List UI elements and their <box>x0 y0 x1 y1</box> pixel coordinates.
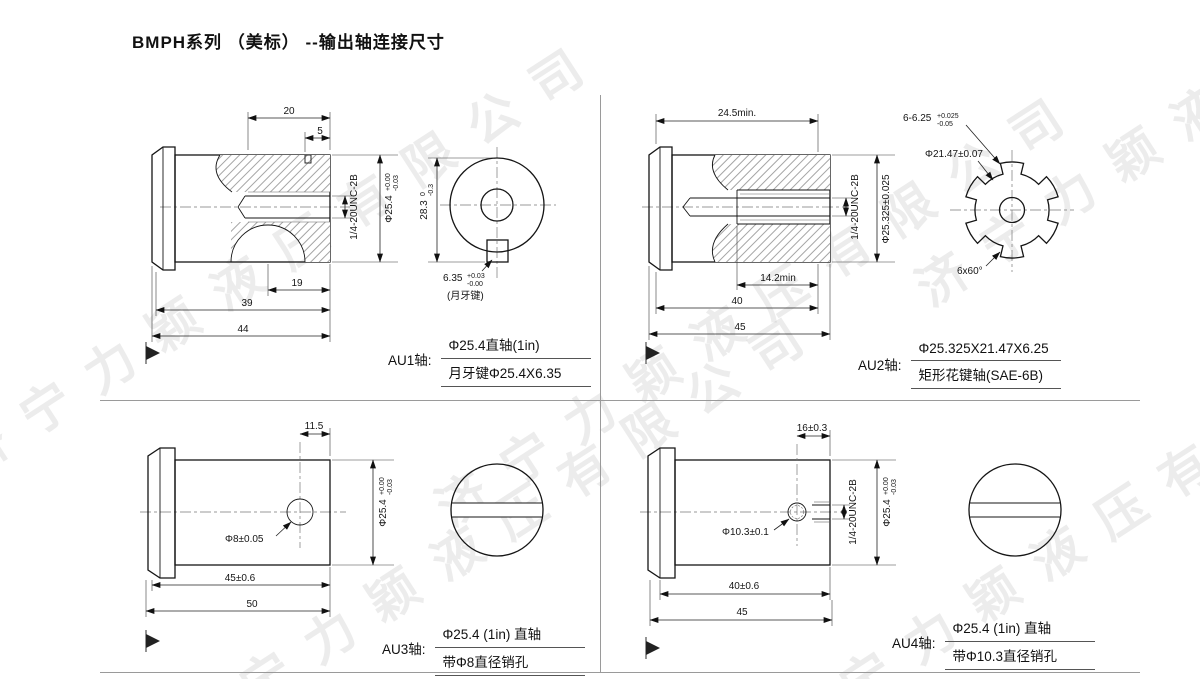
au2-minor-dia-callout: Φ21.47±0.07 <box>925 149 983 160</box>
au2-desc-line-1: Φ25.325X21.47X6.25 <box>910 338 1061 361</box>
svg-text:6-6.25: 6-6.25 <box>903 113 932 124</box>
au4-side-view <box>640 444 846 579</box>
au1-dim-shaft-len: 39 <box>241 298 253 309</box>
svg-text:0: 0 <box>420 192 427 196</box>
svg-text:Φ25.4: Φ25.4 <box>378 499 389 527</box>
au4-desc-line-2: 带Φ10.3直径销孔 <box>944 642 1095 670</box>
au1-dimensions: 20 5 19 39 44 1/4-20UNC-2B <box>151 106 400 342</box>
svg-text:+0.00: +0.00 <box>883 477 890 495</box>
divider-vertical <box>600 95 601 672</box>
au1-label-block: AU1轴: Φ25.4直轴(1in) 月牙键Φ25.4X6.35 <box>388 331 591 387</box>
au4-section-arrow-icon <box>645 637 660 659</box>
au1-flat-callout: 28.3 0 -0.3 <box>419 184 435 220</box>
au3-dimensions: 11.5 Φ8±0.05 Φ25.4 +0.00 -0.03 45±0.6 50 <box>145 421 394 617</box>
au3-side-view <box>140 442 346 579</box>
au3-name: AU3轴: <box>382 642 426 657</box>
au4-desc-line-1: Φ25.4 (1in) 直轴 <box>944 614 1095 642</box>
svg-text:-0.03: -0.03 <box>393 175 400 191</box>
au3-dim-hole-pos: 11.5 <box>305 421 324 432</box>
au2-thread-callout: 1/4-20UNC-2B <box>850 174 861 240</box>
au2-section-arrow-icon <box>645 342 660 364</box>
au3-label-block: AU3轴: Φ25.4 (1in) 直轴 带Φ8直径销孔 <box>382 620 585 676</box>
au3-end-view <box>450 463 544 557</box>
au1-name: AU1轴: <box>388 353 432 368</box>
svg-text:Φ25.4: Φ25.4 <box>882 499 893 527</box>
au2-dia-callout: Φ25.325±0.025 <box>881 174 892 244</box>
divider-bottom <box>100 672 1140 673</box>
au2-side-view <box>642 146 848 271</box>
au2-angle-callout: 6x60° <box>957 266 983 277</box>
au4-dia-callout: Φ25.4 +0.00 -0.03 <box>882 477 898 527</box>
svg-text:-0.05: -0.05 <box>937 121 953 128</box>
au3-desc-line-1: Φ25.4 (1in) 直轴 <box>434 620 585 648</box>
svg-text:+0.00: +0.00 <box>385 173 392 191</box>
au4-hole-dia-callout: Φ10.3±0.1 <box>722 527 769 538</box>
svg-text:+0.03: +0.03 <box>467 273 485 280</box>
au1-desc-line-2: 月牙键Φ25.4X6.35 <box>440 359 591 387</box>
svg-text:+0.00: +0.00 <box>379 477 386 495</box>
svg-text:-0.03: -0.03 <box>387 479 394 495</box>
svg-text:-0.3: -0.3 <box>428 184 435 196</box>
au4-name: AU4轴: <box>892 636 936 651</box>
au1-dim-thread-depth: 20 <box>283 106 295 117</box>
au1-dim-groove: 5 <box>317 126 323 137</box>
page-title: BMPH系列 （美标） --输出轴连接尺寸 <box>132 33 445 52</box>
au1-dia-callout: Φ25.4 +0.00 -0.03 <box>384 173 400 223</box>
au1-desc-line-1: Φ25.4直轴(1in) <box>440 331 591 359</box>
svg-text:6.35: 6.35 <box>443 273 463 284</box>
au4-end-view <box>968 463 1062 557</box>
svg-text:+0.025: +0.025 <box>937 113 959 120</box>
au2-end-view: 6-6.25 +0.025 -0.05 Φ21.47±0.07 6x60° <box>903 113 1074 277</box>
au2-dim-shaft-len: 40 <box>731 296 743 307</box>
au4-drawing: 16±0.3 Φ10.3±0.1 1/4-20UNC-2B Φ25.4 +0.0… <box>640 423 1062 659</box>
svg-text:Φ25.4: Φ25.4 <box>384 195 395 223</box>
au4-dim-total-len: 45 <box>736 607 748 618</box>
au3-drawing: 11.5 Φ8±0.05 Φ25.4 +0.00 -0.03 45±0.6 50 <box>140 421 544 652</box>
au1-dim-total-len: 44 <box>237 324 249 335</box>
au4-dimensions: 16±0.3 Φ10.3±0.1 1/4-20UNC-2B Φ25.4 +0.0… <box>649 423 898 626</box>
au1-dim-key-to-end: 19 <box>291 278 303 289</box>
au3-desc-line-2: 带Φ8直径销孔 <box>434 648 585 676</box>
au1-key-note: (月牙键) <box>447 289 484 302</box>
au4-dim-shaft-len: 40±0.6 <box>729 581 760 592</box>
divider-horizontal <box>100 400 1140 401</box>
au1-drawing: 20 5 19 39 44 1/4-20UNC-2B <box>145 106 556 364</box>
svg-text:28.3: 28.3 <box>419 200 430 220</box>
au2-dimensions: 24.5min. 14.2min 40 45 1/4-20UNC-2B <box>648 108 895 340</box>
au2-name: AU2轴: <box>858 357 902 373</box>
au2-dim-thread-min: 24.5min. <box>718 108 756 119</box>
au1-key-callout: 6.35 +0.03 -0.00 <box>443 273 485 288</box>
au1-end-view: 28.3 0 -0.3 6.35 +0.03 -0.00 (月牙键) <box>419 147 556 302</box>
au2-tooth-callout: 6-6.25 +0.025 -0.05 <box>903 113 959 128</box>
au3-section-arrow-icon <box>145 630 160 652</box>
au1-thread-callout: 1/4-20UNC-2B <box>349 174 360 240</box>
au1-section-arrow-icon <box>145 342 160 364</box>
au2-drawing: 24.5min. 14.2min 40 45 1/4-20UNC-2B <box>642 108 1074 364</box>
au2-dim-spline-min: 14.2min <box>760 273 796 284</box>
au3-hole-dia-callout: Φ8±0.05 <box>225 534 264 545</box>
au2-label-block: AU2轴: Φ25.325X21.47X6.25 矩形花键轴(SAE-6B) <box>858 338 1061 389</box>
svg-text:-0.00: -0.00 <box>467 281 483 288</box>
au1-side-view <box>151 146 350 271</box>
au4-label-block: AU4轴: Φ25.4 (1in) 直轴 带Φ10.3直径销孔 <box>892 614 1095 670</box>
svg-text:-0.03: -0.03 <box>891 479 898 495</box>
au4-thread-callout: 1/4-20UNC-2B <box>848 479 859 545</box>
au3-dim-shaft-len: 45±0.6 <box>225 573 256 584</box>
au4-dim-hole-pos: 16±0.3 <box>797 423 828 434</box>
au2-desc-line-2: 矩形花键轴(SAE-6B) <box>910 361 1061 389</box>
au3-dia-callout: Φ25.4 +0.00 -0.03 <box>378 477 394 527</box>
au3-dim-total-len: 50 <box>246 599 258 610</box>
au2-dim-total-len: 45 <box>734 322 746 333</box>
